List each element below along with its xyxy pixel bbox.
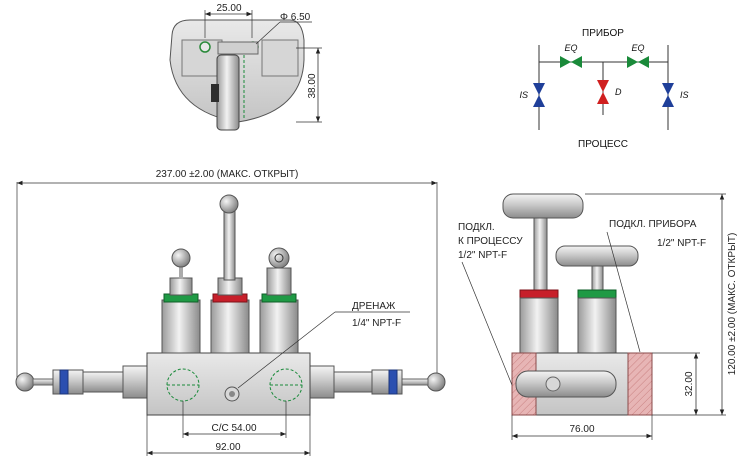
drain-valve [597, 80, 609, 104]
center-drain-bonnet [210, 194, 250, 354]
manifold-body-front [146, 352, 311, 416]
process-connection-thread: 1/2" NPT-F [458, 250, 507, 261]
valve-schematic: ПРИБОР ПРОЦЕСС EQ EQ IS IS D [519, 28, 688, 150]
drain-thread: 1/4" NPT-F [352, 318, 401, 329]
schematic-top-label: ПРИБОР [582, 28, 624, 39]
instrument-connection-thread: 1/2" NPT-F [657, 238, 706, 249]
eq-left-label: EQ [564, 43, 577, 53]
left-handle-ball [15, 372, 35, 392]
hole-diameter-dim: Φ 6.50 [280, 12, 311, 23]
side-port-height-dim: 32.00 [684, 371, 695, 396]
front-body-width-dim: 92.00 [215, 442, 240, 453]
right-isolation-ring [388, 369, 398, 395]
right-handle-ball [426, 372, 446, 392]
side-body-width-dim: 76.00 [569, 424, 594, 435]
schematic-bottom-label: ПРОЦЕСС [578, 139, 628, 150]
is-right-valve [662, 83, 674, 107]
right-equalizer-bonnet [259, 247, 299, 354]
top-view-handle [216, 54, 240, 131]
eq-left-valve [560, 56, 582, 68]
left-equalizer-bonnet [161, 248, 201, 354]
drain-title: ДРЕНАЖ [352, 301, 396, 312]
top-view: 25.00 Φ 6.50 38.00 [169, 3, 322, 131]
front-view: 237.00 ±2.00 (МАКС. ОТКРЫТ) [15, 169, 446, 456]
center-to-center-dim: C/C 54.00 [211, 423, 256, 434]
is-right-label: IS [680, 90, 689, 100]
instrument-connection-label: ПОДКЛ. ПРИБОРА [609, 219, 697, 230]
top-height-dim: 38.00 [307, 73, 318, 98]
side-second-handle [555, 245, 639, 267]
left-isolation-ring [59, 369, 69, 395]
top-view-stem [211, 84, 219, 102]
drain-label: D [615, 87, 622, 97]
side-height-dim: 120.00 ±2.00 (МАКС. ОТКРЫТ) [727, 233, 738, 376]
top-width-dim: 25.00 [216, 3, 241, 14]
side-t-handle [502, 193, 584, 219]
is-left-valve [533, 83, 545, 107]
is-left-label: IS [519, 90, 528, 100]
overall-width-dim: 237.00 ±2.00 (МАКС. ОТКРЫТ) [156, 169, 299, 180]
eq-right-valve [627, 56, 649, 68]
eq-right-label: EQ [631, 43, 644, 53]
instrument-port-section [627, 352, 653, 416]
process-connection-line1: ПОДКЛ. [458, 222, 495, 233]
top-view-left-hole [199, 41, 211, 53]
side-view: ПОДКЛ. К ПРОЦЕССУ 1/2" NPT-F ПОДКЛ. ПРИБ… [458, 193, 738, 440]
top-view-center-block [217, 41, 259, 55]
top-view-right-block [261, 39, 299, 77]
process-connection-line2: К ПРОЦЕССУ [458, 236, 523, 247]
